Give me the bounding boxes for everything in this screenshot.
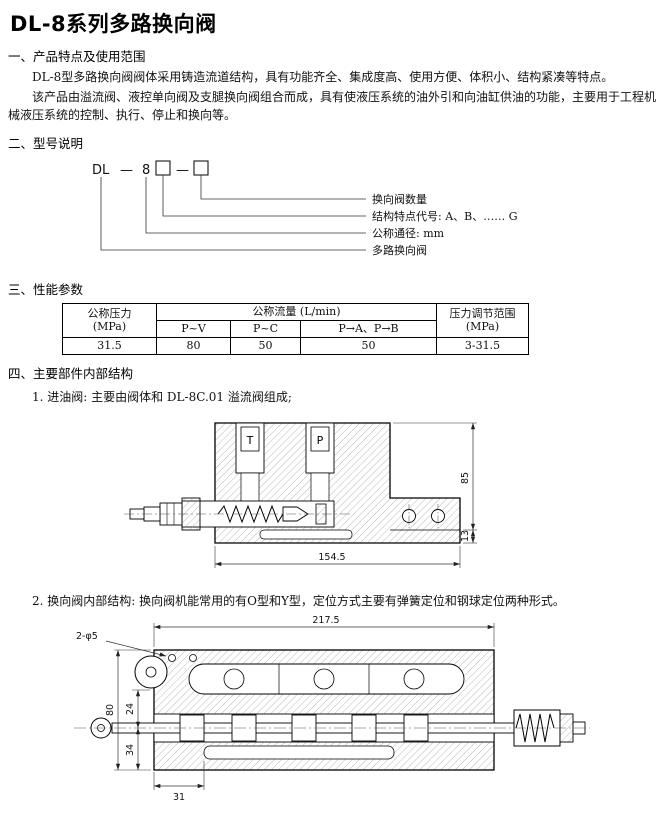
mount-hole [168,653,176,662]
leader-line [162,174,366,217]
cell-line: 压力调节范围 [449,306,516,320]
model-box-section-count [193,160,209,176]
return-spring [515,713,555,742]
flow-header-cell: 公称流量 (L/min) [156,302,437,321]
cell-line: 公称压力 [87,306,132,320]
inlet-valve-drawing: T P 154.5 85 13 [124,422,477,568]
dim-directional-width: 217.5 [312,615,339,626]
section-features-heading: 一、产品特点及使用范围 [8,49,146,64]
flow-subheader-cell: P→A、P→B [300,319,437,338]
inlet-valve-body-section [124,422,461,544]
mount-hole [189,653,197,662]
flow-value-cell: 80 [156,336,231,355]
range-header-cell: 压力调节范围 (MPa) [436,302,529,338]
model-code-diagram: DL — 8 — 换向阀数量 结构特点代号: A、B、…… G 公称通径: mm… [92,160,518,257]
model-dash-2: — [176,163,189,178]
directional-valve-caption: 2. 换向阀内部结构: 换向阀机能常用的有O型和Y型，定位方式主要有弹簧定位和钢… [32,593,565,608]
port-p-label: P [317,434,324,447]
section-structure-heading: 四、主要部件内部结构 [8,365,134,381]
model-label-valve-type: 多路换向阀 [372,243,427,257]
features-paragraph-2: 该产品由溢流阀、液控单向阀及支腿换向阀组合而成，具有使液压系统的油外引和向油缸供… [8,89,657,123]
leader-line [200,174,366,200]
inlet-dimensions: 154.5 85 13 [214,422,477,568]
model-label-section-count: 换向阀数量 [372,192,427,206]
dim-inlet-plate: 13 [460,530,471,542]
dim-holes-label: 2-φ5 [76,631,98,642]
flow-value-cell: 50 [230,336,301,355]
model-label-nominal-size: 公称通径: mm [372,226,445,240]
dim-lower-offset: 34 [125,744,136,756]
range-value-cell: 3-31.5 [436,336,529,355]
pressure-header-cell: 公称压力 (MPa) [62,302,157,338]
table-header-row: 公称压力 (MPa) 公称流量 (L/min) 压力调节范围 (MPa) [62,302,529,338]
features-paragraph-1: DL-8型多路换向阀阀体采用铸造流道结构，具有功能齐全、集成度高、使用方便、体积… [32,70,614,84]
model-box-structure-code [155,160,171,176]
leader-line [100,176,366,251]
flow-value-cell: 50 [300,336,437,355]
cell-line: (MPa) [465,320,500,334]
model-prefix: DL [92,163,110,178]
directional-valve-drawing: 217.5 2-φ5 80 24 34 31 [74,615,590,803]
flow-subheader-cell: P~V [156,319,231,338]
leader-line [145,176,366,234]
dim-inlet-height: 85 [460,472,471,484]
section-model-heading: 二、型号说明 [8,135,84,151]
lower-gallery [203,745,395,760]
performance-table: 公称压力 (MPa) 公称流量 (L/min) 压力调节范围 (MPa) P~V… [62,302,529,355]
flow-subheader-cell: P~C [230,319,301,338]
page-title: DL-8系列多路换向阀 [10,12,217,36]
table-value-row: 31.5 80 50 50 3-31.5 [62,336,529,355]
directional-dimensions: 217.5 2-φ5 80 24 34 31 [76,615,495,803]
inlet-valve-caption: 1. 进油阀: 主要由阀体和 DL-8C.01 溢流阀组成; [32,389,292,404]
cell-line: (MPa) [92,320,127,334]
port-t-label: T [246,434,254,447]
dim-upper-offset: 24 [125,703,136,715]
dim-port-offset: 31 [173,792,185,803]
directional-valve-body-section [74,649,590,771]
pressure-value-cell: 31.5 [62,336,157,355]
model-label-structure-code: 结构特点代号: A、B、…… G [372,209,518,223]
dim-directional-height: 80 [105,704,116,716]
model-size: 8 [142,163,150,178]
section-performance-heading: 三、性能参数 [8,281,84,297]
dim-inlet-width: 154.5 [318,552,345,563]
model-dash-1: — [120,163,133,178]
